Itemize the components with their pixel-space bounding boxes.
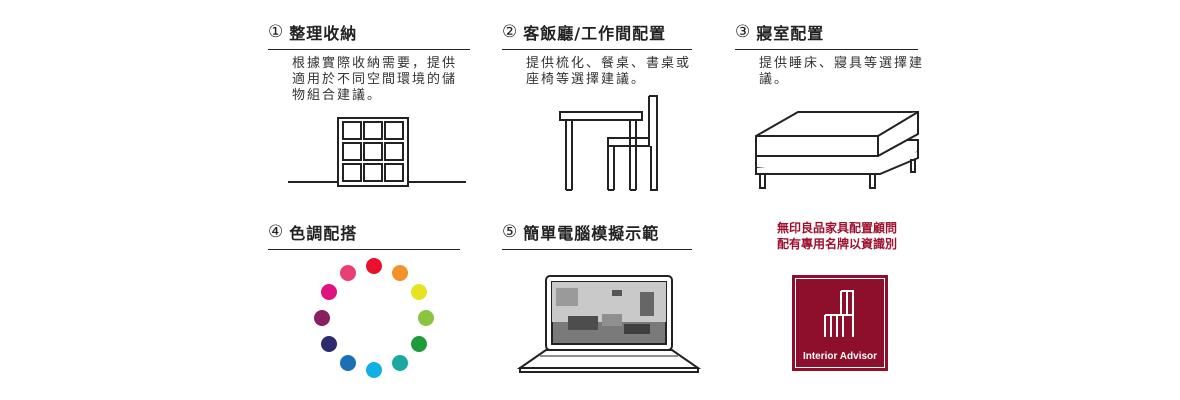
chair-logo-icon <box>824 290 854 337</box>
color-dot <box>392 355 408 371</box>
section-number: ③ <box>735 21 751 42</box>
color-dot <box>321 284 337 300</box>
section-number: ② <box>502 21 518 42</box>
table-chair-icon <box>559 95 658 191</box>
bed-icon <box>755 111 919 189</box>
interior-advisor-badge: Interior Advisor <box>792 275 888 371</box>
section-header: ④ 色調配搭 <box>268 220 460 250</box>
section-number: ① <box>268 21 284 42</box>
badge-border <box>795 278 885 368</box>
color-wheel-icon <box>314 258 434 378</box>
section-bedroom: ③ 寢室配置 提供睡床、寢具等選擇建議。 <box>735 20 922 88</box>
section-description: 根據實際收納需要，提供適用於不同空間環境的儲物組合建議。 <box>292 56 458 103</box>
storage-shelf-icon <box>288 117 466 187</box>
color-dot <box>321 336 337 352</box>
color-dot <box>366 258 382 274</box>
section-color-matching: ④ 色調配搭 <box>268 220 460 250</box>
section-living-dining: ② 客飯廳/工作間配置 提供梳化、餐桌、書桌或座椅等選擇建議。 <box>502 20 692 88</box>
color-dot <box>411 284 427 300</box>
color-dot <box>366 362 382 378</box>
section-header: ② 客飯廳/工作間配置 <box>502 20 692 50</box>
color-dot <box>340 355 356 371</box>
laptop-icon <box>516 275 702 373</box>
color-dot <box>392 265 408 281</box>
badge-label: Interior Advisor <box>802 351 878 362</box>
section-header: ③ 寢室配置 <box>735 20 918 50</box>
section-number: ⑤ <box>502 221 518 242</box>
section-description: 提供睡床、寢具等選擇建議。 <box>759 56 925 87</box>
section-description: 提供梳化、餐桌、書桌或座椅等選擇建議。 <box>526 56 692 87</box>
section-header: ⑤ 簡單電腦模擬示範 <box>502 220 692 250</box>
section-title: 簡單電腦模擬示範 <box>523 224 660 243</box>
section-computer-simulation: ⑤ 簡單電腦模擬示範 <box>502 220 692 250</box>
advisor-line-2: 配有專用名牌以資識別 <box>776 237 897 251</box>
color-dot <box>411 336 427 352</box>
advisor-line-1: 無印良品家具配置顧問 <box>776 221 897 235</box>
color-dot <box>418 310 434 326</box>
section-number: ④ <box>268 221 284 242</box>
color-dot <box>314 310 330 326</box>
section-header: ① 整理收納 <box>268 20 470 50</box>
advisor-note: 無印良品家具配置顧問 配有專用名牌以資識別 <box>748 220 926 252</box>
color-dot <box>340 265 356 281</box>
section-title: 寢室配置 <box>756 24 825 43</box>
section-title: 客飯廳/工作間配置 <box>523 24 667 43</box>
section-storage: ① 整理收納 根據實際收納需要，提供適用於不同空間環境的儲物組合建議。 <box>268 20 470 104</box>
section-title: 整理收納 <box>289 24 358 43</box>
section-title: 色調配搭 <box>289 224 358 243</box>
